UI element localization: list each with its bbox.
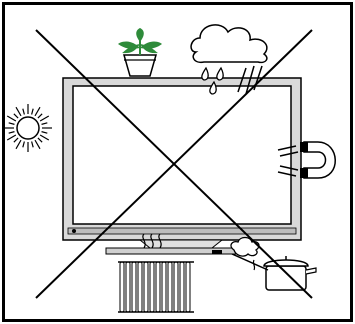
radiator-fin [125, 261, 131, 313]
radiator-fin [161, 261, 167, 313]
sun-ray [34, 106, 41, 117]
sun-ray [31, 108, 34, 115]
radiator-fin [179, 261, 185, 313]
sun-ray [8, 122, 15, 125]
radiator-fin [149, 261, 155, 313]
sun-ray [31, 141, 34, 148]
sun-ray [37, 137, 43, 143]
power-led-icon [72, 229, 76, 233]
radiator-fin [173, 261, 179, 313]
radiator-icon [118, 233, 194, 313]
sun-ray [39, 115, 50, 122]
sun-ray [37, 113, 43, 119]
radiator-fin [137, 261, 143, 313]
sun-ray [22, 141, 25, 148]
sun-ray [8, 131, 15, 134]
radiator-fin [131, 261, 137, 313]
cooking-pot-icon [230, 236, 317, 291]
sun-ray [15, 106, 22, 117]
sun-ray [15, 139, 22, 150]
sun-ray [13, 137, 19, 143]
radiator-fin [167, 261, 173, 313]
radiator-fin [143, 261, 149, 313]
sun-ray [41, 131, 48, 134]
tv-set [62, 77, 302, 255]
sun-ray [41, 122, 48, 125]
sun-ray [13, 113, 19, 119]
sun-ray [34, 139, 41, 150]
radiator-fin [119, 261, 125, 313]
rain-icon [190, 24, 268, 95]
sun-ray [6, 134, 17, 141]
tv-bottom-strip [67, 227, 297, 235]
sun-ray [39, 134, 50, 141]
radiator-fin [185, 261, 191, 313]
plant-pot-icon [118, 28, 162, 77]
tv-stand-foot [212, 250, 222, 254]
prohibition-cross [35, 29, 313, 299]
sun-ray [22, 108, 25, 115]
sun-heat-icon [4, 104, 52, 152]
sun-ray [6, 115, 17, 122]
radiator-fin [155, 261, 161, 313]
magnet-icon [277, 141, 336, 179]
